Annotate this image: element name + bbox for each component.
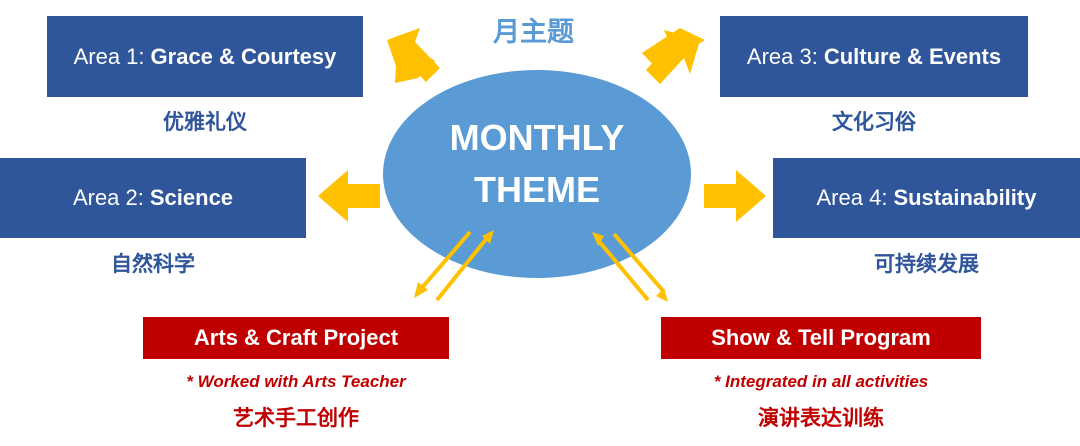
area2-box: Area 2: Science [0, 158, 306, 238]
area2-name: Science [149, 185, 234, 210]
area2-number: Area 2: [72, 185, 144, 210]
area1-name: Grace & Courtesy [150, 43, 337, 69]
area3-name: Culture & Events [823, 43, 1002, 69]
area2-cn: 自然科学 [111, 252, 195, 276]
arrow-right [704, 170, 766, 222]
theme-ellipse-line1: MONTHLY [449, 117, 625, 158]
theme-title-cn: 月主题 [493, 17, 574, 48]
double-arrows-left [414, 230, 494, 302]
area4-name: Sustainability [893, 185, 1037, 210]
arrow-up-right [646, 30, 700, 84]
theme-ellipse [383, 70, 691, 278]
arrow-left [318, 170, 380, 222]
area1-cn: 优雅礼仪 [163, 110, 247, 134]
double-arrows-right [592, 232, 668, 302]
arts-craft-note: * Worked with Arts Teacher [186, 372, 406, 391]
area1-box: Area 1: Grace & Courtesy [47, 16, 363, 97]
show-tell-note: * Integrated in all activities [713, 372, 929, 391]
area3-box: Area 3: Culture & Events [720, 16, 1028, 97]
show-tell-cn: 演讲表达训练 [758, 406, 884, 430]
arts-craft-box: Arts & Craft Project [143, 317, 449, 359]
area4-number: Area 4: [816, 185, 888, 210]
show-tell-box: Show & Tell Program [661, 317, 981, 359]
area3-number: Area 3: [746, 43, 818, 69]
area4-cn: 可持续发展 [874, 252, 979, 276]
arts-craft-cn: 艺术手工创作 [233, 406, 359, 430]
area4-box: Area 4: Sustainability [773, 158, 1080, 238]
theme-ellipse-line2: THEME [474, 169, 600, 210]
area3-cn: 文化习俗 [832, 110, 916, 134]
area1-number: Area 1: [73, 43, 145, 69]
arrow-up-left [387, 28, 440, 82]
